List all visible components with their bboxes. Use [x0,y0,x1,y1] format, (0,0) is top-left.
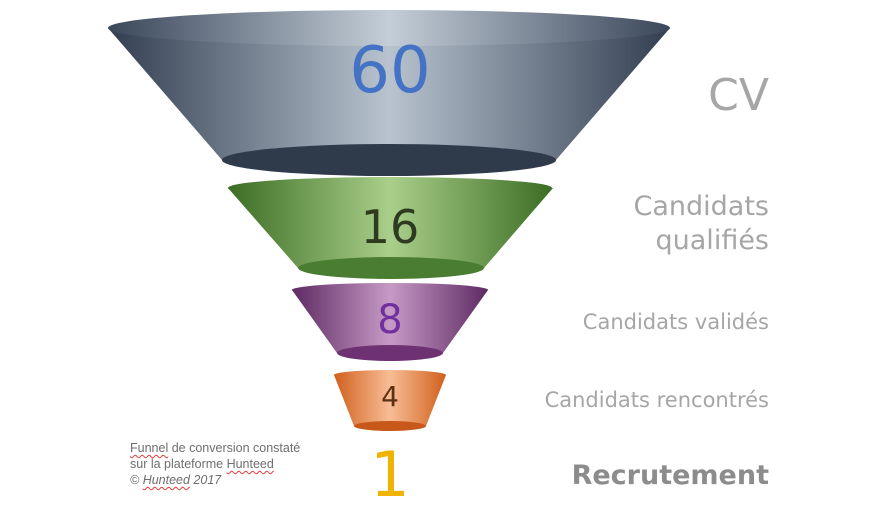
caption-brand: Hunteed [226,457,274,471]
stage-value-hired: 1 [370,438,410,511]
stage-value-met: 4 [381,380,399,413]
source-caption: Funnel de conversion constaté sur la pla… [130,440,300,488]
stage-label-validated: Candidats validés [582,310,769,334]
funnel-stage-met [334,370,446,431]
stage-label-cv: CV [708,70,769,121]
stage-value-cv: 60 [349,34,431,108]
funnel-stage-cv [108,10,670,176]
funnel-stage-qualified [228,177,553,279]
stage-value-qualified: 16 [360,200,420,254]
stage-label-qualified-line1: Candidats [633,191,770,222]
caption-funnel-word: Funnel [130,441,169,455]
funnel-stage-validated [292,283,488,361]
caption-line-2: sur la plateforme Hunteed [130,456,300,472]
stage-label-met: Candidats rencontrés [544,388,769,412]
stage-label-qualified: Candidats qualifiés [634,190,770,258]
caption-line-1-rest: de conversion constaté [168,441,301,455]
caption-brand-copyright: Hunteed [142,473,190,487]
stage-value-validated: 8 [377,297,403,343]
caption-copyright: © [130,473,143,487]
stage-label-qualified-line2: qualifiés [655,225,769,256]
caption-line-2-start: sur la plateforme [130,457,227,471]
stage-label-hired: Recrutement [571,460,769,491]
caption-line-3: © Hunteed 2017 [130,472,300,488]
caption-line-1: Funnel de conversion constaté [130,440,300,456]
caption-year: 2017 [189,473,222,487]
